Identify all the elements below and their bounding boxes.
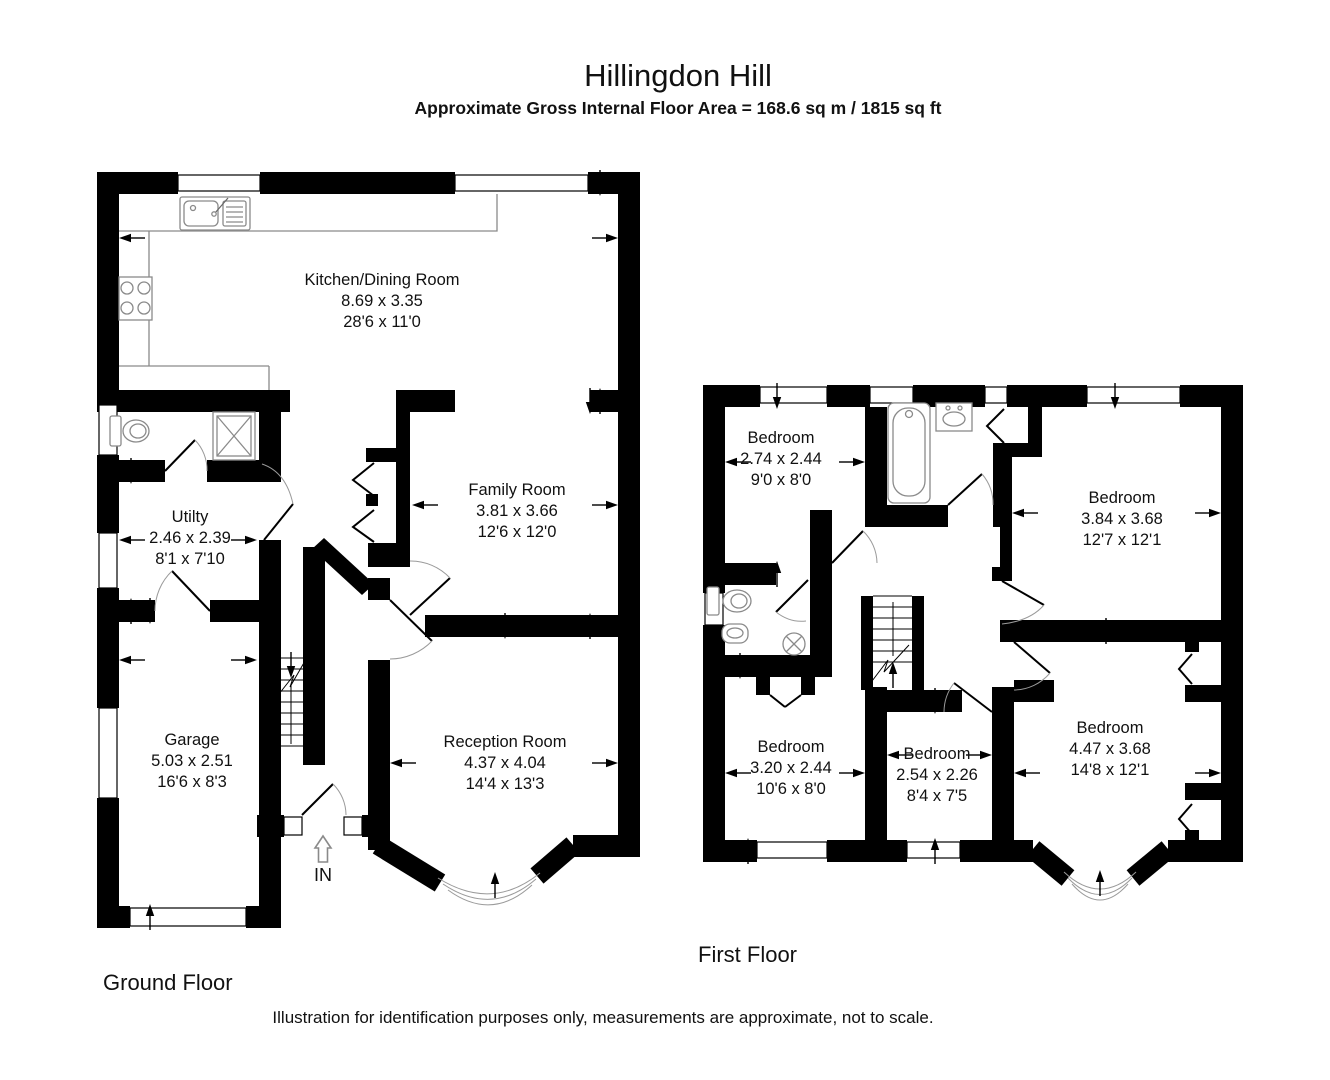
closet-bifold-door [1177,803,1193,835]
room-name: Bedroom [904,745,971,763]
ground-floor-walls [97,172,640,928]
room-bedroom-top-left: Bedroom 2.74 x 2.44 9'0 x 8'0 [740,429,822,489]
first-floor-fixtures [706,402,973,656]
entrance-label: IN [314,865,332,885]
room-dims-metric: 2.74 x 2.44 [740,450,822,468]
room-dims-metric: 8.69 x 3.35 [341,292,423,310]
disclaimer-text: Illustration for identification purposes… [272,1008,933,1027]
room-dims-imperial: 8'1 x 7'10 [155,550,225,568]
room-dims-imperial: 12'6 x 12'0 [478,523,557,541]
entrance-arrow-icon [313,834,333,863]
ground-floor-fixtures [109,194,498,461]
room-dims-imperial: 28'6 x 11'0 [343,313,421,331]
room-dims-imperial: 14'4 x 13'3 [466,775,545,793]
kitchen-window [177,174,261,192]
room-name: Bedroom [1077,719,1144,737]
room-name: Reception Room [444,733,567,751]
bifold-door [351,509,375,543]
bifold-door [351,462,375,497]
room-name: Bedroom [1089,489,1156,507]
ground-floor-room-labels: Kitchen/Dining Room 8.69 x 3.35 28'6 x 1… [149,271,566,793]
room-name: Garage [164,731,219,749]
garage-door [129,907,247,927]
bathroom-sink-icon [935,402,973,432]
room-garage: Garage 5.03 x 2.51 16'6 x 8'3 [151,731,233,791]
room-bedroom-bottom-left: Bedroom 3.20 x 2.44 10'6 x 8'0 [750,738,832,798]
room-name: Utilty [172,508,209,526]
room-name: Family Room [468,481,565,499]
room-dims-metric: 2.54 x 2.26 [896,766,978,784]
room-name: Bedroom [758,738,825,756]
room-dims-imperial: 8'4 x 7'5 [907,787,967,805]
room-dims-metric: 4.37 x 4.04 [464,754,546,772]
header: Hillingdon Hill Approximate Gross Intern… [415,58,942,118]
room-dims-imperial: 12'7 x 12'1 [1083,531,1162,549]
room-dims-metric: 5.03 x 2.51 [151,752,233,770]
room-dims-imperial: 9'0 x 8'0 [751,471,811,489]
room-dims-imperial: 16'6 x 8'3 [157,773,227,791]
ground-floor-doors [154,439,451,816]
room-dims-metric: 4.47 x 3.68 [1069,740,1151,758]
ground-floor-plan: IN Kitchen/Dining Room 8.69 x 3.35 28'6 … [97,170,640,995]
room-bedroom-top-right: Bedroom 3.84 x 3.68 12'7 x 12'1 [1081,489,1163,549]
reception-bay-window [372,836,580,906]
room-utility: Utilty 2.46 x 2.39 8'1 x 7'10 [149,508,231,568]
toilet-icon [109,415,150,447]
first-floor-plan: Bedroom 2.74 x 2.44 9'0 x 8'0 Bedroom 3.… [698,383,1243,967]
ground-floor-label: Ground Floor [103,970,233,995]
floor-area-subtitle: Approximate Gross Internal Floor Area = … [415,98,942,118]
room-dims-metric: 3.81 x 3.66 [476,502,558,520]
kitchen-counter [119,194,498,390]
room-dims-imperial: 10'6 x 8'0 [756,780,826,798]
landing-window [984,386,1008,404]
bedroom3-window [756,841,828,859]
dining-window [454,174,589,192]
entrance-sidelight-right [343,816,363,836]
closet-bifold-door [985,408,1005,444]
room-name: Bedroom [748,429,815,447]
staircase-first [868,595,912,688]
staircase [274,652,306,747]
bathtub-icon [887,402,931,504]
first-floor-walls [703,385,1243,862]
toilet-icon-first [706,586,752,616]
bedroom2-window [1086,386,1181,404]
room-reception: Reception Room 4.37 x 4.04 14'4 x 13'3 [444,733,567,793]
shower-icon [212,411,256,461]
wc-basin-icon [721,623,749,644]
page-title: Hillingdon Hill [584,58,772,93]
entrance-marker: IN [313,834,333,885]
kitchen-sink-icon [179,196,251,231]
room-family: Family Room 3.81 x 3.66 12'6 x 12'0 [468,481,565,541]
first-floor-room-labels: Bedroom 2.74 x 2.44 9'0 x 8'0 Bedroom 3.… [740,429,1163,805]
first-floor-label: First Floor [698,942,797,967]
ground-floor-windows [98,174,589,927]
garage-window [98,707,118,799]
utility-window [98,532,118,589]
room-dims-metric: 2.46 x 2.39 [149,529,231,547]
wardrobe-doors [769,694,802,708]
room-dims-imperial: 14'8 x 12'1 [1071,761,1150,779]
hob-icon [118,276,153,321]
room-bedroom-bottom-right: Bedroom 4.47 x 3.68 14'8 x 12'1 [1069,719,1151,779]
room-dims-metric: 3.84 x 3.68 [1081,510,1163,528]
first-floor-doors [769,408,1193,835]
room-name: Kitchen/Dining Room [305,271,460,289]
entrance-sidelight-left [283,816,303,836]
room-kitchen: Kitchen/Dining Room 8.69 x 3.35 28'6 x 1… [305,271,460,331]
corner-basin-icon [782,632,806,656]
room-dims-metric: 3.20 x 2.44 [750,759,832,777]
bedroom1-window [759,386,828,404]
bathroom-window [869,386,914,404]
room-bedroom-bottom-middle: Bedroom 2.54 x 2.26 8'4 x 7'5 [896,745,978,805]
closet-bifold-door [1177,653,1193,685]
